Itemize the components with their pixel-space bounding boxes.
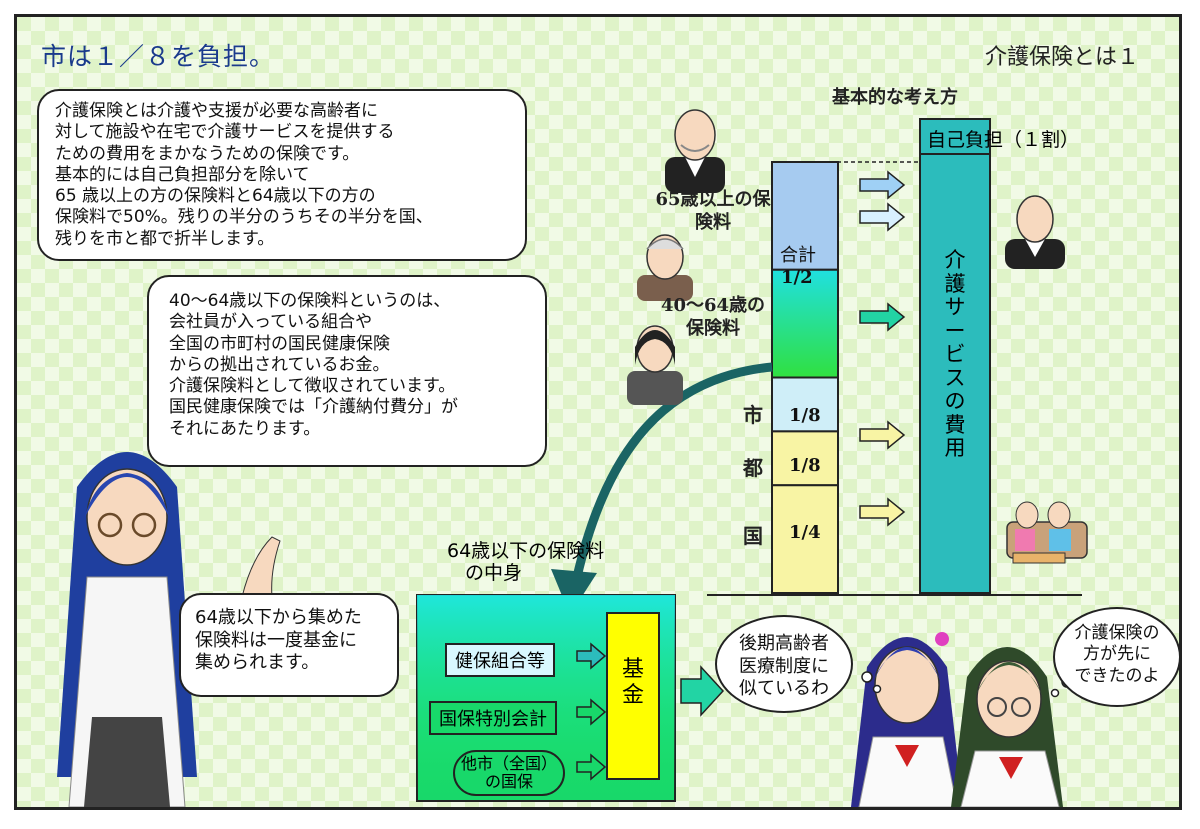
diagram-canvas: 基本的な考え方 [57, 86, 1088, 807]
fund-line: 64歳以下から集めた [195, 607, 362, 628]
bar-segment-4 [771, 484, 839, 594]
bar-segment-0 [771, 161, 839, 271]
young-woman-avatar [627, 325, 683, 405]
stacked-bar [771, 161, 839, 594]
arrows-to-cost [859, 170, 906, 527]
intro-line: 基本的には自己負担部分を除いて [55, 164, 310, 185]
fund-caption-line2: の中身 [465, 561, 523, 584]
fund-line: 集められます。 [195, 652, 320, 673]
intro-bubble: 介護保険とは介護や支援が必要な高齢者に 対して施設や在宅で介護サービスを提供する… [37, 89, 527, 261]
cost-bar [919, 118, 991, 594]
girl1-line: 後期高齢者 [739, 633, 829, 654]
arrow-right-icon [859, 170, 906, 200]
arrow-right-icon [576, 698, 607, 726]
intro-line: 対して施設や在宅で介護サービスを提供する [55, 122, 395, 143]
intro-line: 介護保険とは介護や支援が必要な高齢者に [55, 101, 378, 121]
chart-title: 基本的な考え方 [831, 86, 958, 108]
fund-bubble: 64歳以下から集めた 保険料は一度基金に 集められます。 [179, 593, 399, 697]
bar-label-city: 1/8 [789, 405, 821, 426]
page-title: 市は１／８を負担。 [41, 42, 276, 71]
source-kenpo: 健保組合等 [445, 643, 555, 677]
detail-line: からの拠出されているお金。 [169, 354, 390, 375]
intro-line: 65 歳以上の方の保険料と64歳以下の方の [55, 186, 376, 206]
bar-label-nation: 1/4 [789, 522, 821, 543]
fund-caption: 64歳以下の保険料 の中身 [447, 540, 605, 585]
stack-label: 合計 [780, 245, 816, 266]
girl2-line: 介護保険の [1074, 623, 1160, 643]
girl1-thought-bubble: 後期高齢者 医療制度に 似ているわ [715, 615, 853, 713]
arrow-right-icon [859, 302, 906, 332]
curved-arrow [572, 362, 773, 579]
arrow-right-icon [576, 753, 607, 781]
fund-label: 基金 [621, 657, 644, 709]
fund-caption-line1: 64歳以下の保険料 [447, 540, 605, 562]
bar-label-half: 1/2 [781, 267, 813, 288]
detail-bubble: 40〜64歳以下の保険料というのは、 会社員が入っている組合や 全国の市町村の国… [147, 275, 547, 467]
girl2-thought-bubble: 介護保険の 方が先に できたのよ [1053, 607, 1179, 707]
care-scene-illustration [1006, 501, 1088, 564]
source-other-city: 他市（全国）の国保 [453, 750, 565, 796]
girl1-line: 医療制度に [739, 655, 829, 677]
bar-segment-1 [771, 268, 839, 379]
segment-name-nation: 国 [743, 524, 763, 548]
girl1-line: 似ているわ [739, 678, 829, 699]
elderly-man-avatar [665, 109, 725, 193]
arrow-right-icon [680, 665, 725, 717]
segment-name-65plus: 65歳以上の保険料 [655, 189, 771, 233]
middle-aged-man-avatar [637, 234, 693, 301]
bar-segment-2 [771, 376, 839, 433]
comic-panel: 市は１／８を負担。 介護保険とは１ 基本的な考え方 [14, 14, 1182, 810]
arrow-right-icon [576, 642, 607, 670]
self-pay-label: 自己負担（１割） [927, 129, 1080, 151]
detail-line: 介護保険料として徴収されています。 [169, 376, 456, 396]
arrow-right-icon [859, 202, 906, 232]
detail-line: 国民健康保険では「介護納付費分」が [169, 397, 458, 418]
source-kokuho: 国保特別会計 [429, 701, 557, 735]
fund-block [606, 612, 660, 780]
curved-arrow-head [551, 569, 597, 615]
teacher-character [57, 452, 281, 807]
detail-line: それにあたります。 [169, 418, 321, 439]
arrow-right-icon [859, 420, 906, 450]
segment-name-40-64: 40〜64歳の保険料 [660, 295, 766, 339]
detail-line: 全国の市町村の国民健康保険 [169, 333, 390, 354]
girl2-line: 方が先に [1083, 644, 1151, 665]
care-cost-label: 介護サービスの費用 [944, 248, 966, 461]
arrow-right-icon [859, 497, 906, 527]
intro-line: ための費用をまかなうための保険です。 [55, 143, 360, 164]
detail-line: 会社員が入っている組合や [169, 312, 373, 333]
student-character [951, 647, 1063, 807]
detail-line: 40〜64歳以下の保険料というのは、 [169, 291, 451, 311]
fund-line: 保険料は一度基金に [195, 629, 357, 651]
segment-name-city: 市 [743, 403, 763, 427]
intro-line: 保険料で50%。残りの半分のうちその半分を国、 [55, 207, 433, 228]
segment-name-metro: 都 [743, 456, 763, 480]
intro-line: 残りを市と都で折半します。 [55, 228, 275, 249]
elderly-man-avatar [1005, 195, 1065, 269]
student-character [851, 632, 963, 807]
girl2-line: できたのよ [1074, 665, 1160, 686]
series-title: 介護保険とは１ [984, 45, 1139, 70]
bar-label-metro: 1/8 [789, 455, 821, 476]
